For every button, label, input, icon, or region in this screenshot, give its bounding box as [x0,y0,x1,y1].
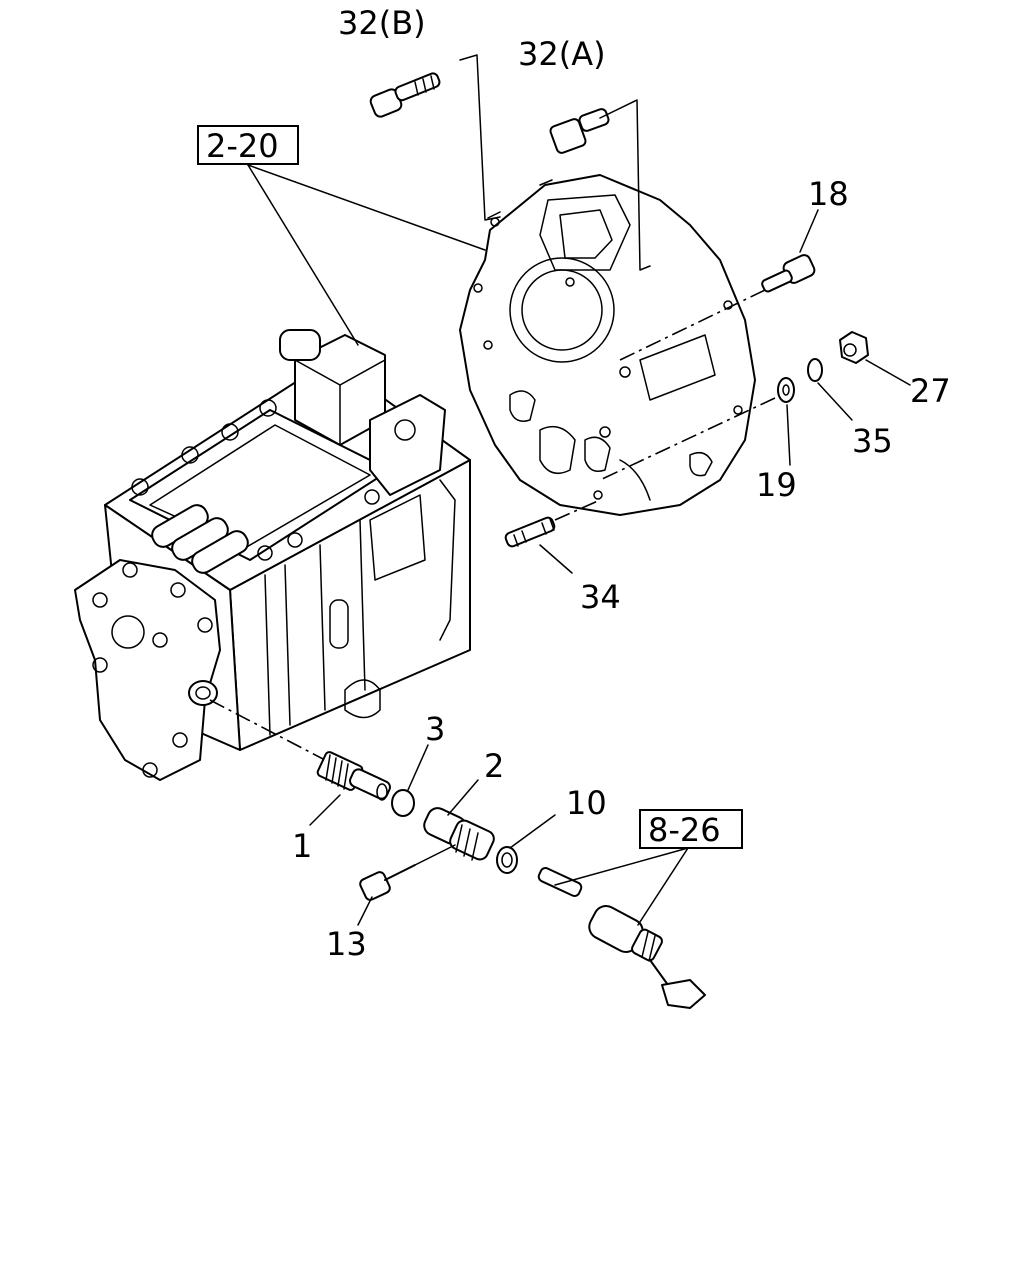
leader-2-20-b [247,164,359,346]
axis-19 [599,397,776,481]
leader-27 [865,359,911,386]
label-3: 3 [425,710,445,748]
speed-sensor-8-26 [588,905,706,1009]
leader-3 [407,744,429,791]
ref-2-20: 2-20 [206,127,279,165]
bolt-18 [761,254,816,293]
bolt-32b [369,72,441,118]
label-32a: 32(A) [518,35,606,73]
ref-box-8-26 [639,809,743,849]
leader-34 [539,544,573,574]
label-35: 35 [852,422,893,460]
leader-1 [309,794,341,826]
label-19: 19 [756,466,797,504]
bolt-13 [359,864,416,901]
label-27: 27 [910,372,951,410]
bolt-32a [549,108,610,154]
leader-32a [599,99,651,271]
leader-2-20-a [247,164,486,251]
leader-2 [447,779,479,816]
leader-19 [786,404,791,466]
label-32b: 32(B) [338,4,426,42]
leader-10 [509,814,556,849]
leader-8-26-pin [554,847,689,886]
washer-19 [777,377,795,403]
clutch-housing [459,174,756,516]
leader-32b [459,54,501,221]
leader-18 [799,209,819,253]
label-1: 1 [292,827,312,865]
label-2: 2 [484,747,504,785]
pin-8-26 [537,867,583,897]
ref-box-2-20 [197,125,299,165]
ref-8-26: 8-26 [648,811,721,849]
label-10: 10 [566,784,607,822]
label-13: 13 [326,925,367,963]
sleeve-2 [423,807,495,861]
washer-35 [807,358,823,382]
axis-13 [414,844,456,866]
axis-18 [619,289,766,361]
seal-10 [496,846,518,874]
label-18: 18 [808,175,849,213]
stud-34 [504,516,556,548]
leader-35 [817,382,853,421]
axis-34 [554,499,601,521]
leader-13 [357,896,373,926]
o-ring-3 [391,789,415,817]
shaft-1 [316,751,391,801]
transmission-case [74,329,471,781]
leader-8-26-sensor [637,847,689,926]
axis-1 [209,699,326,761]
label-34: 34 [580,578,621,616]
nut-27 [839,331,869,364]
